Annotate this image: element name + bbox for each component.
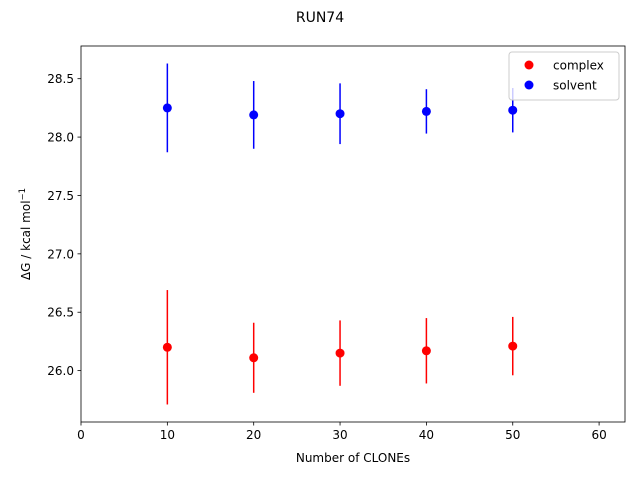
x-axis-ticks: 0 10 20 30 40 50 60 (77, 422, 607, 442)
y-tick-label: 27.5 (47, 189, 74, 203)
data-point (335, 109, 345, 119)
legend-marker-complex (524, 60, 534, 70)
data-point (508, 341, 518, 351)
y-tick-label: 28.0 (47, 131, 74, 145)
y-axis-label-text: ΔG / kcal mol (19, 200, 33, 280)
y-tick-label: 26.5 (47, 306, 74, 320)
data-point (249, 110, 259, 120)
data-point (162, 342, 172, 352)
legend-marker-solvent (524, 80, 534, 90)
y-tick-label: 28.5 (47, 72, 74, 86)
y-axis-label: ΔG / kcal mol−1 (18, 188, 33, 280)
series-layer (162, 63, 518, 405)
x-tick-label: 30 (332, 428, 347, 442)
x-axis-label: Number of CLONEs (296, 451, 410, 465)
y-axis-label-superscript: −1 (18, 188, 28, 201)
data-point (421, 346, 431, 356)
x-tick-label: 50 (505, 428, 520, 442)
y-axis-ticks: 26.0 26.5 27.0 27.5 28.0 28.5 (47, 72, 81, 378)
series-complex (162, 290, 518, 405)
x-tick-label: 40 (419, 428, 434, 442)
series-solvent (162, 63, 518, 153)
x-tick-label: 10 (160, 428, 175, 442)
x-tick-label: 60 (591, 428, 606, 442)
x-tick-label: 0 (77, 428, 85, 442)
plot-area-frame (80, 45, 626, 423)
legend-label-solvent: solvent (553, 79, 597, 93)
data-point (508, 105, 518, 115)
legend-label-complex: complex (553, 59, 604, 73)
legend-box (508, 51, 620, 101)
y-tick-label: 26.0 (47, 364, 74, 378)
data-point (162, 103, 172, 113)
legend: complex solvent (508, 51, 620, 101)
x-tick-label: 20 (246, 428, 261, 442)
y-tick-label: 27.0 (47, 247, 74, 261)
data-point (249, 353, 259, 363)
data-point (335, 348, 345, 358)
chart-title: RUN74 (296, 10, 344, 26)
data-point (421, 106, 431, 116)
